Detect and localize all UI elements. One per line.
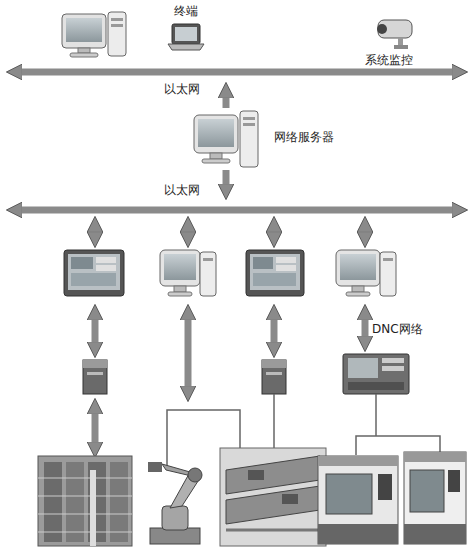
bus-arrows (95, 226, 365, 238)
network-label: DNC网络 (372, 322, 423, 336)
control-arrows (95, 314, 365, 392)
node-icon (166, 22, 206, 52)
pc-monitor (160, 250, 216, 296)
ethernet-bus: 以太网 (4, 62, 470, 82)
bus-line (4, 200, 470, 220)
ethernet-bus: 以太网 (4, 200, 470, 220)
pc-monitor (336, 250, 396, 296)
connector-arrow (226, 170, 227, 190)
storage-rack (38, 456, 132, 546)
server-node: 网络服务器 (192, 108, 260, 170)
bus-line (16, 69, 458, 76)
cnc-machine (404, 452, 466, 544)
node-label: 以太网 (164, 82, 200, 96)
workstation-icon (62, 12, 126, 57)
node-label: 网络服务器 (274, 130, 334, 144)
node-label: 终端 (165, 4, 207, 18)
plc-module (83, 360, 107, 394)
connector-line (223, 92, 230, 108)
node-icon (360, 18, 420, 50)
touch-panel (246, 250, 304, 296)
node-label: 以太网 (164, 183, 200, 197)
industrial-robot (148, 462, 202, 544)
node-label: 系统监控 (356, 53, 422, 67)
node-icon (192, 109, 260, 169)
bus-line (4, 62, 470, 82)
cnc-machine (318, 456, 398, 544)
touch-panel (64, 250, 124, 296)
plc-module (262, 360, 286, 394)
dnc-unit (343, 354, 409, 394)
monitor-node: 系统监控 (356, 16, 422, 68)
connector-arrow (226, 92, 227, 108)
bus-line (16, 207, 458, 214)
terminal-node: 终端 (165, 4, 207, 52)
conveyor (220, 448, 326, 546)
connector-line (223, 170, 230, 190)
